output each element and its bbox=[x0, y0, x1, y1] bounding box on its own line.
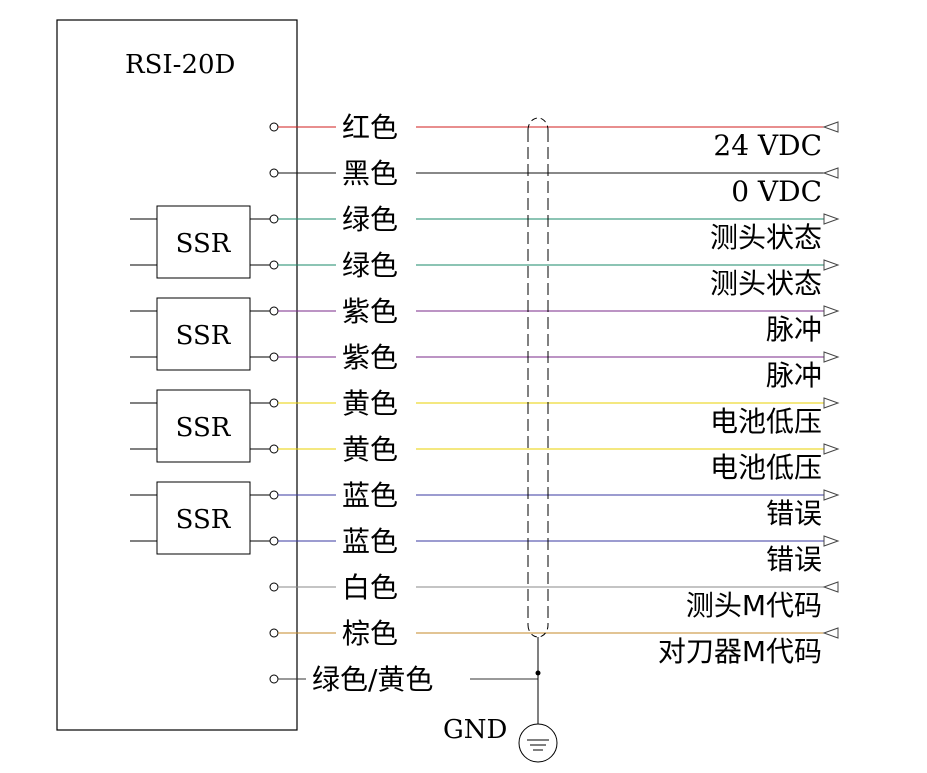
ssr-label: SSR bbox=[176, 321, 232, 351]
terminal bbox=[269, 628, 279, 638]
ground-connection bbox=[535, 637, 541, 724]
terminal bbox=[269, 490, 279, 500]
signal-label: 电池低压 bbox=[710, 405, 822, 438]
ssr-block: SSR bbox=[130, 205, 270, 279]
signal-label: 0 VDC bbox=[731, 175, 822, 208]
wire-row: 黑色 0 VDC bbox=[269, 157, 839, 208]
signal-label: 测头状态 bbox=[710, 221, 822, 254]
signal-arrow bbox=[823, 443, 840, 455]
ssr-box bbox=[156, 389, 251, 463]
terminal bbox=[269, 674, 279, 684]
terminal bbox=[269, 214, 279, 224]
wire-color-label: 黄色 bbox=[342, 387, 398, 420]
ground-label: GND bbox=[443, 715, 507, 745]
signal-arrow bbox=[823, 259, 840, 271]
signal-arrow bbox=[823, 535, 840, 547]
wire-color-label: 绿色/黄色 bbox=[312, 663, 433, 696]
signal-label: 错误 bbox=[766, 543, 822, 576]
cable-shield bbox=[527, 117, 549, 638]
wire-color-label: 黑色 bbox=[342, 157, 398, 190]
wire-color-label: 蓝色 bbox=[342, 479, 398, 512]
wire-color-label: 绿色 bbox=[342, 203, 398, 236]
wire-row: 绿色/黄色 bbox=[269, 663, 538, 696]
terminal bbox=[269, 536, 279, 546]
signal-arrow bbox=[823, 397, 840, 409]
signal-arrow bbox=[822, 627, 839, 639]
device-box bbox=[56, 19, 298, 731]
wire-row: 红色 24 VDC bbox=[269, 111, 839, 162]
signal-arrow bbox=[823, 351, 840, 363]
ssr-label: SSR bbox=[176, 505, 232, 535]
ssr-label: SSR bbox=[176, 413, 232, 443]
signal-label: 电池低压 bbox=[710, 451, 822, 484]
ssr-box bbox=[156, 481, 251, 555]
terminal bbox=[269, 444, 279, 454]
terminal bbox=[269, 306, 279, 316]
ground-icon bbox=[518, 723, 558, 763]
signal-arrow bbox=[823, 213, 840, 225]
ssr-block: SSR bbox=[130, 389, 270, 463]
wire-color-label: 紫色 bbox=[342, 341, 398, 374]
wire-color-label: 棕色 bbox=[342, 617, 398, 650]
wire-color-label: 绿色 bbox=[342, 249, 398, 282]
ssr-label: SSR bbox=[176, 229, 232, 259]
ssr-box bbox=[156, 297, 251, 371]
signal-arrow bbox=[822, 581, 839, 593]
signal-label: 错误 bbox=[766, 497, 822, 530]
wire-color-label: 白色 bbox=[342, 571, 398, 604]
wire-color-label: 红色 bbox=[342, 111, 398, 144]
signal-label: 脉冲 bbox=[766, 359, 822, 392]
terminal bbox=[269, 398, 279, 408]
ssr-block: SSR bbox=[130, 481, 270, 555]
wire-color-label: 黄色 bbox=[342, 433, 398, 466]
signal-label: 24 VDC bbox=[713, 129, 822, 162]
terminal bbox=[269, 582, 279, 592]
ssr-block: SSR bbox=[130, 297, 270, 371]
signal-arrow bbox=[823, 305, 840, 317]
terminal bbox=[269, 352, 279, 362]
signal-label: 脉冲 bbox=[766, 313, 822, 346]
signal-arrow bbox=[822, 167, 839, 179]
wire-color-label: 紫色 bbox=[342, 295, 398, 328]
ssr-box bbox=[156, 205, 251, 279]
signal-label: 测头M代码 bbox=[686, 589, 822, 622]
ssr-layer: SSR SSR SSR SSR bbox=[130, 205, 270, 555]
wire-color-label: 蓝色 bbox=[342, 525, 398, 558]
terminal bbox=[269, 122, 279, 132]
signal-label: 测头状态 bbox=[710, 267, 822, 300]
signal-label: 对刀器M代码 bbox=[658, 635, 822, 668]
device-name: RSI-20D bbox=[125, 50, 235, 80]
signal-arrow bbox=[823, 489, 840, 501]
signal-arrow bbox=[822, 121, 839, 133]
terminal bbox=[269, 168, 279, 178]
terminal bbox=[269, 260, 279, 270]
